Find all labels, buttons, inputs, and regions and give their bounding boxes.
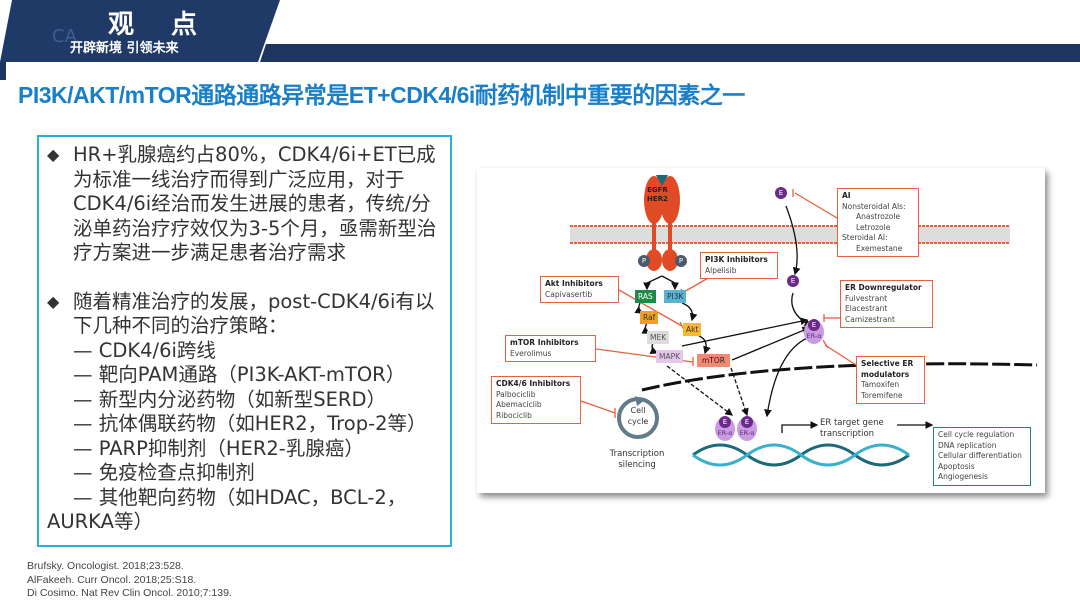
strategy-item: — 抗体偶联药物（如HER2，Trop-2等） <box>73 412 427 435</box>
strategy-item-cont: AURKA等） <box>47 510 153 533</box>
estrogen-icon: E <box>808 319 820 331</box>
diamond-bullet-icon: ◆ <box>47 145 60 164</box>
page-title: PI3K/AKT/mTOR通路通路异常是ET+CDK4/6i耐药机制中重要的因素… <box>18 82 745 108</box>
content-box: ◆ HR+乳腺癌约占80%，CDK4/6i+ET已成为标准一线治疗而得到广泛应用，… <box>37 135 452 547</box>
strategy-item: — 免疫检查点抑制剂 <box>73 461 255 484</box>
node-ras: RAS <box>635 290 656 303</box>
references: Brufsky. Oncologist. 2018;23:528. AlFake… <box>27 560 232 601</box>
node-akt: Akt <box>683 323 702 336</box>
bullet-1: ◆ HR+乳腺癌约占80%，CDK4/6i+ET已成为标准一线治疗而得到广泛应用，… <box>47 143 442 266</box>
cell-cycle-icon <box>617 396 659 439</box>
node-mapk: MAPK <box>656 350 684 363</box>
header-subtitle: 开辟新境 引领未来 <box>70 41 179 56</box>
node-pi3k: PI3K <box>664 290 687 303</box>
strategy-item: — CDK4/6i跨线 <box>73 338 216 362</box>
phospho-icon: P <box>675 255 687 267</box>
bullet-text: 随着精准治疗的发展，post-CDK4/6i有以下几种不同的治疗策略： <box>73 289 435 338</box>
bullet-text: HR+乳腺癌约占80%，CDK4/6i+ET已成为标准一线治疗而得到广泛应用，对… <box>73 143 437 264</box>
reference: Brufsky. Oncologist. 2018;23:528. <box>27 560 184 572</box>
dna-helix-icon <box>692 443 910 467</box>
receptor-shape <box>644 175 680 271</box>
header-banner <box>0 0 280 62</box>
node-raf: Raf <box>640 311 659 324</box>
estrogen-icon: E <box>775 187 787 199</box>
strategy-item: — PARP抑制剂（HER2-乳腺癌） <box>73 436 364 460</box>
estrogen-icon: E <box>719 416 731 428</box>
diamond-bullet-icon: ◆ <box>47 291 60 311</box>
strategy-item: — 其他靶向药物（如HDAC，BCL-2， <box>73 485 407 509</box>
cell-membrane <box>570 225 1010 244</box>
node-mek: MEK <box>647 331 670 344</box>
inhibition-lines <box>580 189 857 418</box>
header-title: 观 点 <box>108 10 212 40</box>
phospho-icon: P <box>638 255 650 267</box>
estrogen-icon: E <box>787 275 799 287</box>
estrogen-icon: E <box>741 416 753 428</box>
strategy-item: — 新型内分泌药物（如新型SERD） <box>73 387 386 411</box>
node-mtor: mTOR <box>697 354 731 367</box>
reference: Di Cosimo. Nat Rev Clin Oncol. 2010;7:13… <box>27 587 232 599</box>
transcription-silencing-label: Transcription silencing <box>609 449 665 470</box>
er-target-label: ER target gene transcription <box>820 418 884 439</box>
bullet-2: ◆ 随着精准治疗的发展，post-CDK4/6i有以下几种不同的治疗策略： <box>47 290 442 339</box>
header-left-accent <box>0 62 6 80</box>
header-strip <box>260 44 1080 62</box>
strategy-item: — 靶向PAM通路（PI3K-AKT-mTOR） <box>73 363 406 386</box>
header-watermark: CA <box>52 26 77 47</box>
reference: AlFakeeh. Curr Oncol. 2018;25:S18. <box>27 573 197 586</box>
cell-cycle-label: Cell cycle <box>627 406 649 426</box>
